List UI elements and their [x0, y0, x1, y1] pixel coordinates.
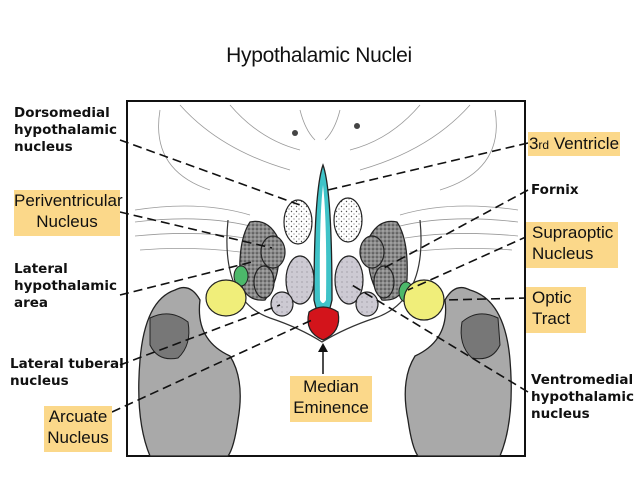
label-third-ventricle-text: Ventricle [549, 134, 620, 153]
optic-tract-left [205, 279, 247, 317]
optic-tract-right [403, 279, 445, 321]
label-arcuate-line1: Arcuate [48, 407, 108, 426]
label-optic-tract-line1: Optic [532, 288, 572, 307]
label-supraoptic: Supraoptic Nucleus [526, 222, 618, 268]
diagram-title: Hypothalamic Nuclei [226, 44, 412, 67]
leader-lines [111, 139, 529, 413]
label-periventricular-line1: Periventricular [14, 191, 123, 210]
label-supraoptic-line2: Nucleus [532, 244, 594, 263]
hippocampus-left [149, 313, 190, 360]
median-eminence [307, 306, 340, 341]
label-optic-tract-line2: Tract [532, 309, 571, 328]
label-periventricular-line2: Nucleus [36, 212, 98, 231]
label-arcuate: Arcuate Nucleus [44, 406, 112, 452]
label-arcuate-line2: Nucleus [47, 428, 109, 447]
ventromedial-right [334, 255, 364, 305]
diagram-frame [126, 100, 526, 457]
label-median-eminence: Median Eminence [290, 376, 372, 422]
label-third-ventricle: 3rd Ventricle [528, 132, 620, 156]
label-optic-tract: Optic Tract [526, 287, 586, 333]
ventricle-markers [292, 123, 360, 136]
lateral-tuberal-right [355, 291, 379, 317]
label-lateral-area-line3: area [14, 295, 49, 311]
label-fornix: Fornix [531, 182, 579, 198]
label-lateral-tuberal-line1: Lateral tuberal [10, 356, 124, 372]
label-third-ventricle-num: 3 [528, 134, 539, 153]
label-dorsomedial-line2: hypothalamic [14, 122, 117, 138]
lateral-tuberal-left [270, 291, 294, 317]
periventricular-left [260, 235, 286, 269]
label-median-eminence-line2: Eminence [293, 398, 369, 417]
label-lateral-area-line2: hypothalamic [14, 278, 117, 294]
label-dorsomedial: Dorsomedial hypothalamic nucleus [14, 105, 117, 156]
label-periventricular: Periventricular Nucleus [14, 190, 123, 236]
label-lateral-area-line1: Lateral [14, 261, 68, 277]
label-supraoptic-line1: Supraoptic [532, 223, 614, 242]
label-dorsomedial-line3: nucleus [14, 139, 73, 155]
periventricular-right [359, 235, 385, 269]
fornix-left [253, 265, 275, 299]
label-ventromedial: Ventromedial hypothalamic nucleus [531, 372, 634, 423]
label-dorsomedial-line1: Dorsomedial [14, 105, 110, 121]
label-lateral-tuberal: Lateral tuberal nucleus [10, 356, 124, 390]
fornix-right [373, 265, 395, 299]
label-third-ventricle-suffix: rd [538, 138, 550, 152]
fiber-strokes [134, 104, 519, 253]
label-ventromedial-line2: hypothalamic [531, 389, 634, 405]
label-ventromedial-line3: nucleus [531, 406, 590, 422]
label-lateral-area: Lateral hypothalamic area [14, 261, 117, 312]
dorsomedial-left [283, 199, 313, 245]
nuclei-group [239, 197, 408, 317]
label-lateral-tuberal-line2: nucleus [10, 373, 69, 389]
label-ventromedial-line1: Ventromedial [531, 372, 634, 388]
third-ventricle-lumen [319, 185, 327, 303]
dorsomedial-right [333, 197, 363, 243]
hippocampus-right [460, 313, 501, 360]
median-eminence-arrowhead [318, 343, 328, 352]
label-median-eminence-line1: Median [303, 377, 359, 396]
